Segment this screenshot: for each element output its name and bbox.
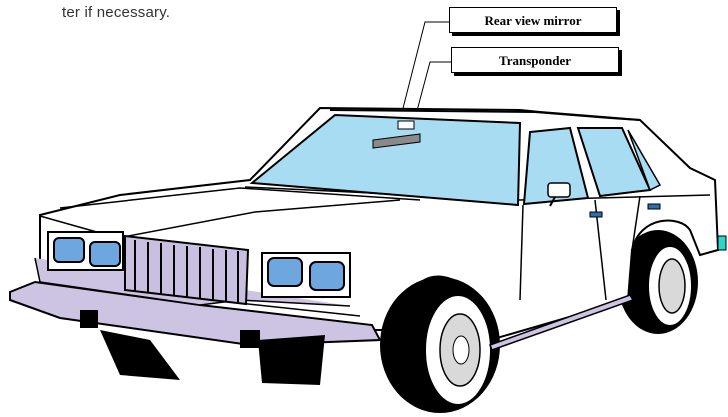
left-headlights — [48, 232, 123, 270]
left-front-tire — [100, 330, 180, 380]
front-wheel — [380, 277, 500, 413]
callout-leader-lines — [400, 22, 451, 122]
right-headlights — [262, 253, 350, 297]
rear-view-mirror-icon — [398, 121, 414, 129]
